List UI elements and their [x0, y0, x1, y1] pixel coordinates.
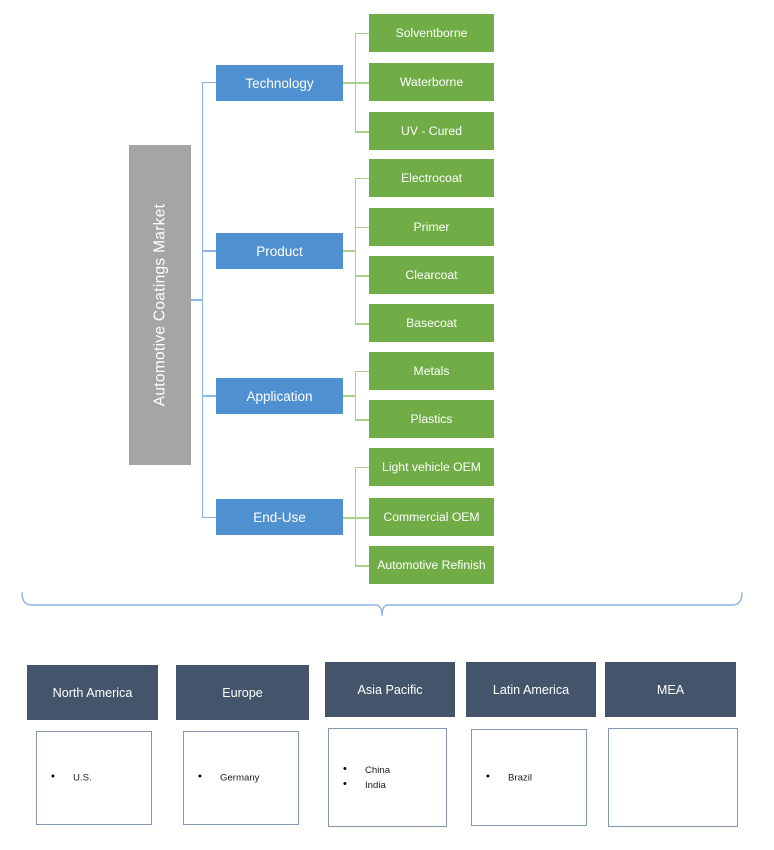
- green-stem-product: [343, 250, 356, 252]
- category-box-application[interactable]: Application: [216, 378, 343, 414]
- leaf-label: Primer: [413, 220, 450, 234]
- category-label: End-Use: [253, 509, 306, 525]
- leaf-label: Light vehicle OEM: [382, 460, 481, 474]
- green-branch-automotive-refinish: [355, 565, 370, 567]
- green-branch-uv-cured: [355, 131, 370, 133]
- leaf-box-basecoat[interactable]: Basecoat: [369, 304, 494, 342]
- blue-branch-application: [202, 395, 217, 397]
- blue-branch-technology: [202, 82, 217, 83]
- blue-root-stub: [191, 299, 203, 301]
- leaf-label: Solventborne: [395, 26, 468, 40]
- leaf-box-plastics[interactable]: Plastics: [369, 400, 494, 438]
- root-node-label: Automotive Coatings Market: [151, 203, 168, 407]
- region-header-mea[interactable]: MEA: [605, 662, 736, 717]
- green-branch-primer: [355, 227, 370, 228]
- category-label: Application: [246, 388, 313, 404]
- green-branch-metals: [355, 371, 370, 372]
- root-node-automotive-coatings-market: Automotive Coatings Market: [129, 145, 191, 465]
- region-header-asia-pacific[interactable]: Asia Pacific: [325, 662, 455, 717]
- category-label: Product: [256, 243, 303, 259]
- country-item: Germany: [194, 770, 294, 786]
- leaf-label: Basecoat: [406, 316, 457, 330]
- leaf-box-electrocoat[interactable]: Electrocoat: [369, 159, 494, 197]
- green-spine-end-use: [355, 467, 356, 565]
- green-stem-technology: [343, 82, 356, 84]
- green-stem-end-use: [343, 517, 356, 519]
- green-branch-commercial-oem: [355, 517, 370, 519]
- category-label: Technology: [245, 75, 314, 91]
- leaf-box-uv-cured[interactable]: UV - Cured: [369, 112, 494, 150]
- region-label: North America: [52, 685, 133, 700]
- regional-scope-bracket: [21, 592, 743, 617]
- category-box-end-use[interactable]: End-Use: [216, 499, 343, 535]
- country-list-asia-pacific: China India: [339, 762, 442, 793]
- leaf-box-light-vehicle-oem[interactable]: Light vehicle OEM: [369, 448, 494, 486]
- region-body-latin-america: Brazil: [471, 729, 587, 826]
- leaf-box-automotive-refinish[interactable]: Automotive Refinish: [369, 546, 494, 584]
- leaf-label: Electrocoat: [401, 171, 462, 185]
- leaf-box-commercial-oem[interactable]: Commercial OEM: [369, 498, 494, 536]
- region-label: Europe: [222, 685, 263, 700]
- region-label: MEA: [656, 682, 685, 697]
- country-item: U.S.: [47, 770, 147, 786]
- leaf-label: UV - Cured: [401, 124, 462, 138]
- green-branch-plastics: [355, 419, 370, 421]
- blue-branch-end-use: [202, 517, 217, 518]
- green-stem-application: [343, 395, 356, 397]
- leaf-label: Waterborne: [399, 75, 464, 89]
- leaf-label: Clearcoat: [405, 268, 458, 282]
- category-box-technology[interactable]: Technology: [216, 65, 343, 101]
- country-item: China: [339, 762, 442, 778]
- leaf-box-waterborne[interactable]: Waterborne: [369, 63, 494, 101]
- leaf-box-metals[interactable]: Metals: [369, 352, 494, 390]
- region-body-north-america: U.S.: [36, 731, 152, 825]
- region-label: Latin America: [492, 682, 570, 697]
- leaf-label: Commercial OEM: [383, 510, 480, 524]
- region-body-mea: [608, 728, 738, 827]
- green-branch-solventborne: [355, 33, 370, 34]
- category-box-product[interactable]: Product: [216, 233, 343, 269]
- green-branch-clearcoat: [355, 275, 370, 277]
- region-header-europe[interactable]: Europe: [176, 665, 309, 720]
- region-label: Asia Pacific: [357, 682, 423, 697]
- country-list-north-america: U.S.: [47, 770, 147, 786]
- leaf-box-solventborne[interactable]: Solventborne: [369, 14, 494, 52]
- blue-branch-product: [202, 250, 217, 252]
- region-header-latin-america[interactable]: Latin America: [466, 662, 596, 717]
- leaf-box-clearcoat[interactable]: Clearcoat: [369, 256, 494, 294]
- green-branch-basecoat: [355, 323, 370, 325]
- country-item: India: [339, 777, 442, 793]
- leaf-label: Metals: [413, 364, 450, 378]
- region-body-asia-pacific: China India: [328, 728, 447, 827]
- region-header-north-america[interactable]: North America: [27, 665, 158, 720]
- region-body-europe: Germany: [183, 731, 299, 825]
- leaf-box-primer[interactable]: Primer: [369, 208, 494, 246]
- green-branch-electrocoat: [355, 178, 370, 179]
- green-branch-waterborne: [355, 82, 370, 84]
- leaf-label: Plastics: [410, 412, 453, 426]
- leaf-label: Automotive Refinish: [377, 558, 486, 572]
- country-item: Brazil: [482, 769, 582, 785]
- country-list-europe: Germany: [194, 770, 294, 786]
- country-list-latin-america: Brazil: [482, 769, 582, 785]
- green-branch-light-vehicle-oem: [355, 467, 370, 468]
